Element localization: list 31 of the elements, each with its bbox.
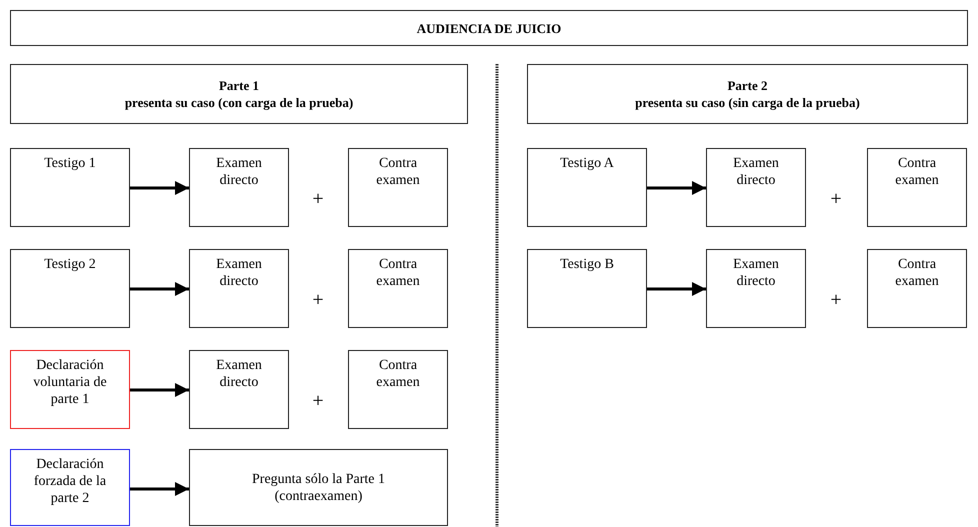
process-box: Declaración voluntaria de parte 1 <box>10 350 130 429</box>
process-box: Pregunta sólo la Parte 1 (contraexamen) <box>189 449 448 526</box>
arrow <box>130 383 189 397</box>
process-box: Declaración forzada de la parte 2 <box>10 449 130 526</box>
arrow <box>130 181 189 195</box>
process-box: Contra examen <box>348 249 448 328</box>
process-box: Examen directo <box>706 249 806 328</box>
process-box: Contra examen <box>867 249 967 328</box>
arrow <box>130 282 189 296</box>
header-box: Parte 2 presenta su caso (sin carga de la prueba) <box>527 64 968 124</box>
process-box: Testigo B <box>527 249 647 328</box>
process-box: Contra examen <box>867 148 967 227</box>
process-box: Examen directo <box>706 148 806 227</box>
process-box: Examen directo <box>189 249 289 328</box>
arrow <box>647 181 706 195</box>
process-box: Examen directo <box>189 148 289 227</box>
plus-sign: + <box>829 189 843 209</box>
process-box: Contra examen <box>348 148 448 227</box>
process-box: Testigo 2 <box>10 249 130 328</box>
process-box: Testigo 1 <box>10 148 130 227</box>
process-box: Examen directo <box>189 350 289 429</box>
plus-sign: + <box>311 189 325 209</box>
plus-sign: + <box>311 391 325 411</box>
header-box: Parte 1 presenta su caso (con carga de la prueba) <box>10 64 468 124</box>
plus-sign: + <box>311 290 325 310</box>
arrow <box>130 482 189 496</box>
arrow <box>647 282 706 296</box>
plus-sign: + <box>829 290 843 310</box>
title-box: AUDIENCIA DE JUICIO <box>10 10 968 46</box>
process-box: Testigo A <box>527 148 647 227</box>
process-box: Contra examen <box>348 350 448 429</box>
